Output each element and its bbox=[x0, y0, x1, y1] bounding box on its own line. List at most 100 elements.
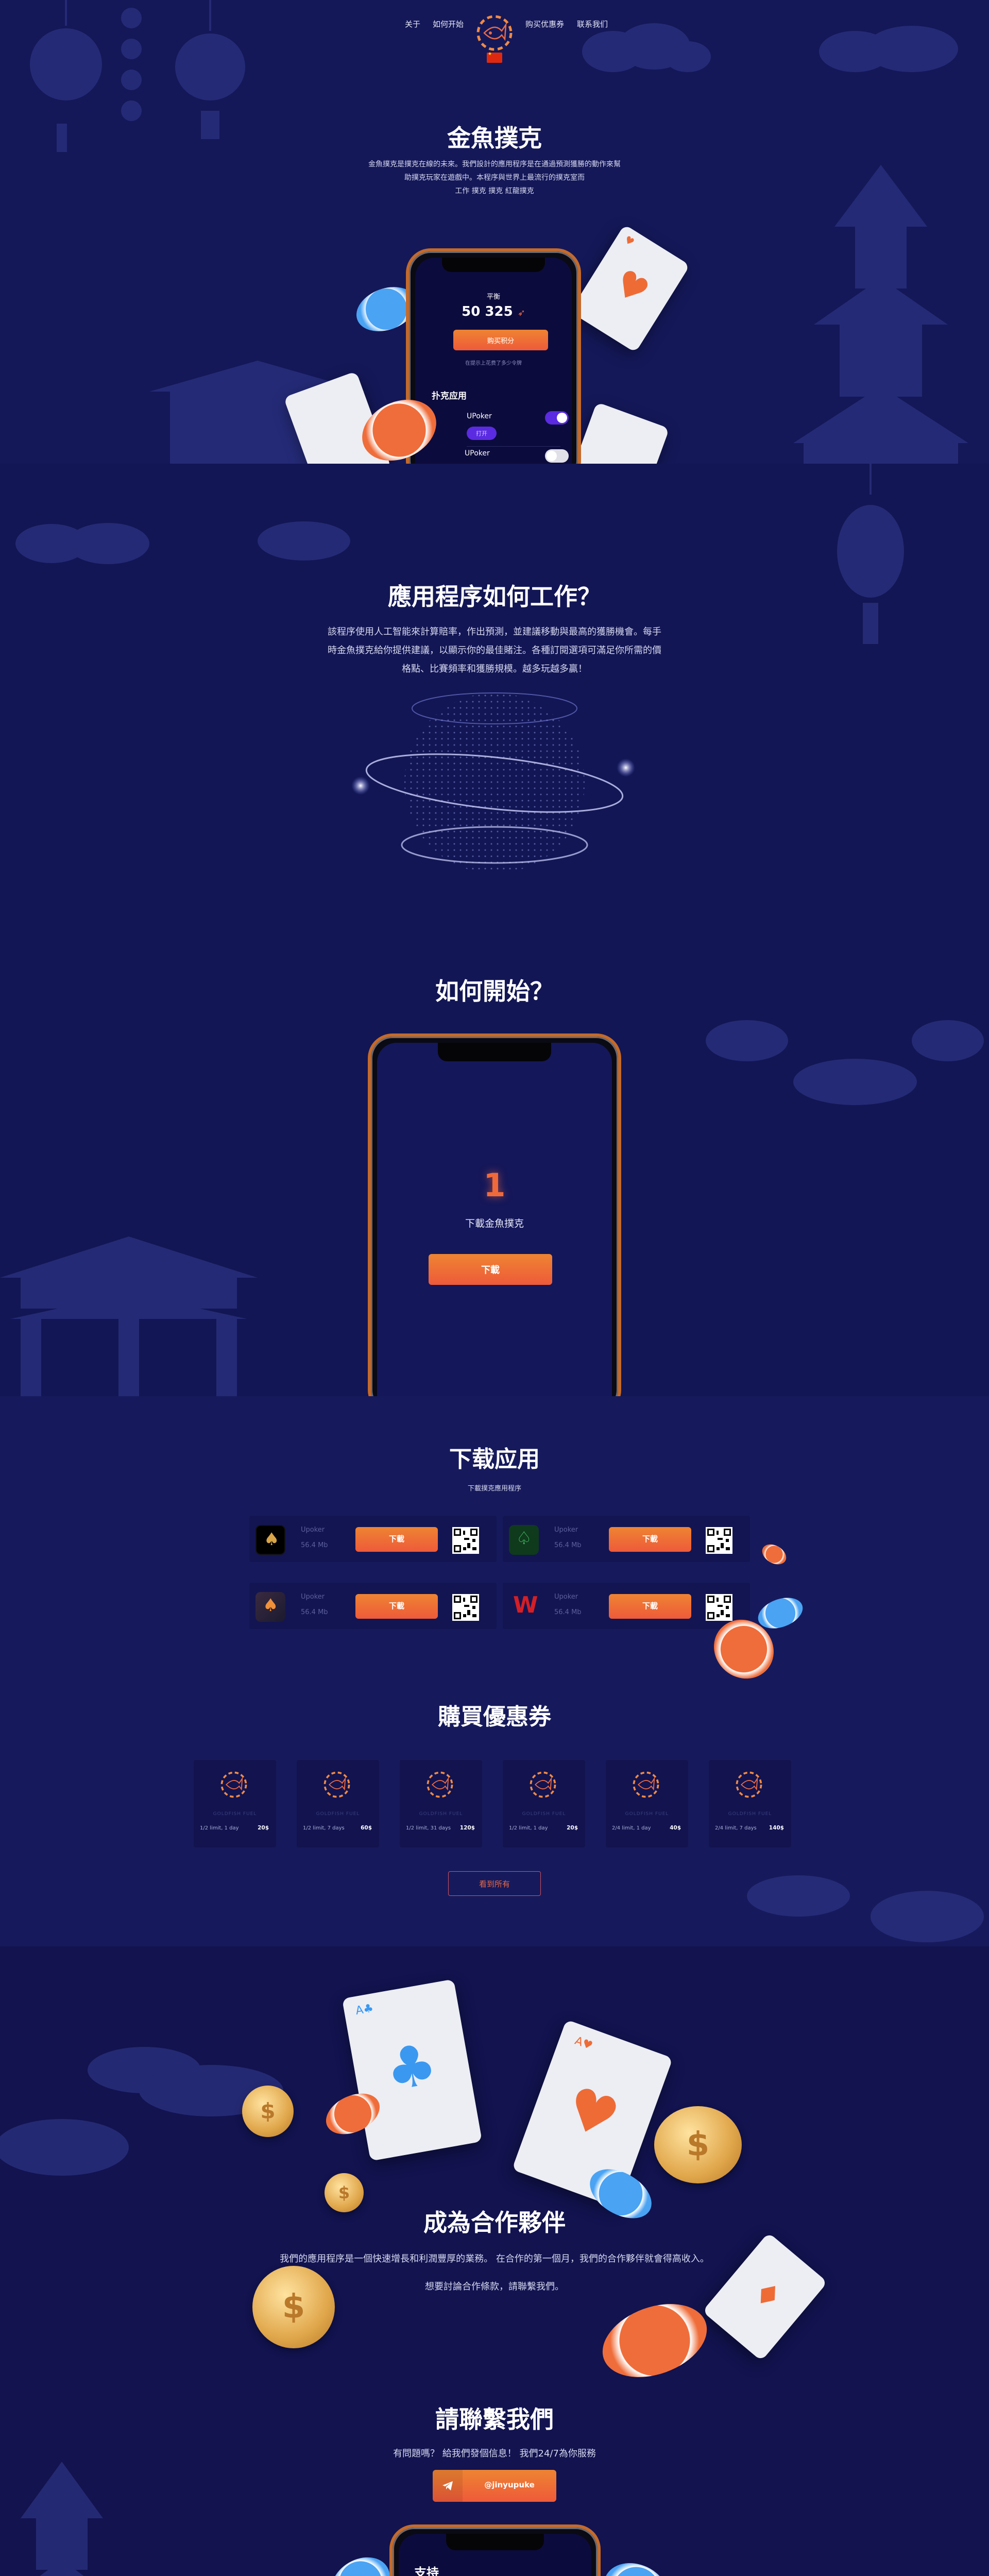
coupon-description: 1/2 limit, 31 days bbox=[406, 1825, 451, 1831]
pagoda-decoration-icon bbox=[793, 165, 968, 464]
phone-notch bbox=[438, 1043, 551, 1061]
coupon-card[interactable]: GOLDFISH FUEL 1/2 limit, 1 day 20$ bbox=[194, 1760, 276, 1848]
gold-spade-icon: ♠ bbox=[255, 1525, 285, 1555]
coupon-price: 140$ bbox=[769, 1825, 784, 1831]
goldfish-logo-icon bbox=[736, 1771, 762, 1798]
cloud-decoration-icon bbox=[0, 2119, 129, 2176]
coupon-description: 1/2 limit, 7 days bbox=[303, 1825, 345, 1831]
contact-title: 請聯繫我們 bbox=[435, 2405, 554, 2433]
green-spade-icon: ♤ bbox=[509, 1525, 539, 1555]
gold-coin-icon: $ bbox=[242, 2086, 294, 2137]
goldfish-logo-icon bbox=[220, 1771, 247, 1798]
buy-points-button[interactable]: 购买积分 bbox=[453, 330, 548, 350]
app-size: 56.4 Mb bbox=[554, 1608, 582, 1616]
ai-globe-illustration-icon bbox=[351, 692, 635, 873]
tokens-hint: 在提示上花费了多少令牌 bbox=[465, 361, 522, 366]
language-flag-cn[interactable] bbox=[487, 52, 502, 63]
balance-label: 平衡 bbox=[486, 293, 500, 301]
coupon-description: 1/2 limit, 1 day bbox=[509, 1825, 548, 1831]
app-download-button[interactable]: 下載 bbox=[609, 1527, 691, 1552]
goldfish-logo-icon bbox=[530, 1771, 556, 1798]
hero-description-line-1: 金魚撲克是撲克在線的未來。我們設計的應用程序是在通過預測獲勝的動作來幫 bbox=[368, 160, 621, 168]
gold-coin-icon: $ bbox=[654, 2106, 742, 2183]
goldfish-logo-icon bbox=[323, 1771, 350, 1798]
cloud-decoration-icon bbox=[258, 521, 350, 561]
step-number: 1 bbox=[483, 1166, 506, 1204]
coupon-card[interactable]: GOLDFISH FUEL 1/2 limit, 31 days 120$ bbox=[400, 1760, 482, 1848]
download-app-card: W Upoker 56.4 Mb 下載 bbox=[503, 1583, 750, 1629]
qr-code-icon[interactable] bbox=[452, 1594, 479, 1621]
club-suit-icon: ♣ bbox=[380, 2030, 442, 2104]
how-it-works-line-1: 該程序使用人工智能來計算賠率，作出預測，並建議移動與最高的獲勝機會。每手 bbox=[328, 626, 661, 637]
app-size: 56.4 Mb bbox=[301, 1541, 328, 1549]
app-name-upoker-2: UPoker bbox=[465, 449, 490, 457]
gold-coin-icon: $ bbox=[252, 2266, 335, 2348]
gold-coin-icon: $ bbox=[325, 2173, 364, 2212]
nav-link-how-to-start[interactable]: 如何开始 bbox=[433, 20, 464, 29]
coupon-card[interactable]: GOLDFISH FUEL 2/4 limit, 7 days 140$ bbox=[709, 1760, 791, 1848]
balance-value: 50 325 bbox=[462, 304, 513, 319]
how-it-works-line-3: 格點、比賽頻率和獲勝規模。越多玩越多贏！ bbox=[402, 664, 587, 674]
coupon-name: GOLDFISH FUEL bbox=[728, 1811, 772, 1817]
coupon-card[interactable]: GOLDFISH FUEL 1/2 limit, 7 days 60$ bbox=[297, 1760, 379, 1848]
coupon-name: GOLDFISH FUEL bbox=[316, 1811, 360, 1817]
hero-title: 金魚撲克 bbox=[447, 124, 542, 152]
app-name: Upoker bbox=[554, 1526, 578, 1534]
cloud-decoration-icon bbox=[15, 523, 149, 564]
cloud-decoration-icon bbox=[819, 26, 958, 72]
flame-spade-icon: ♠ bbox=[255, 1592, 285, 1622]
open-app-button[interactable]: 打开 bbox=[467, 427, 497, 440]
contact-subtitle: 有問題嗎？ 給我們發個信息！ 我們24/7為你服務 bbox=[393, 2448, 596, 2459]
download-app-card: ♤ Upoker 56.4 Mb 下載 bbox=[503, 1516, 750, 1562]
coupons-title: 購買優惠券 bbox=[438, 1704, 551, 1730]
coupon-card[interactable]: GOLDFISH FUEL 2/4 limit, 1 day 40$ bbox=[606, 1760, 688, 1848]
upoker-toggle-on[interactable] bbox=[545, 411, 569, 425]
lantern-string-icon bbox=[121, 8, 142, 121]
coupon-price: 120$ bbox=[459, 1825, 475, 1831]
qr-code-icon[interactable] bbox=[706, 1527, 732, 1554]
telegram-contact-button[interactable]: @jinyupuke bbox=[433, 2470, 556, 2502]
cloud-decoration-icon bbox=[747, 1875, 984, 1942]
qr-code-icon[interactable] bbox=[706, 1594, 732, 1621]
coupon-card[interactable]: GOLDFISH FUEL 1/2 limit, 1 day 20$ bbox=[503, 1760, 585, 1848]
hero-phone-mockup: 平衡 50 325 ➶ 购买积分 在提示上花费了多少令牌 扑克应用 UPoker… bbox=[406, 248, 581, 464]
coupon-description: 1/2 limit, 1 day bbox=[200, 1825, 239, 1831]
nav-link-buy-coupons[interactable]: 购买优惠券 bbox=[525, 20, 565, 29]
partner-section: A♣ ♣ A♥ ♥ ♦ $ $ $ $ 成為合作夥伴 我們的應用程序是一個快速增… bbox=[0, 1946, 989, 2576]
download-app-card: ♠ Upoker 56.4 Mb 下載 bbox=[249, 1583, 497, 1629]
app-size: 56.4 Mb bbox=[554, 1541, 582, 1549]
see-all-coupons-button[interactable]: 看到所有 bbox=[448, 1871, 541, 1896]
lantern-decoration-icon bbox=[30, 0, 102, 152]
hero-description-line-3: 工作 撲克 撲克 紅龍撲克 bbox=[455, 187, 534, 195]
temple-decoration-icon bbox=[0, 1236, 258, 1396]
lantern-decoration-icon bbox=[175, 0, 245, 139]
playing-card-ace-clubs: A♣ ♣ bbox=[342, 1979, 483, 2161]
app-download-button[interactable]: 下載 bbox=[609, 1594, 691, 1619]
partner-line-2: 想要討論合作條款，請聯繫我們。 bbox=[425, 2281, 564, 2292]
goldfish-logo-icon bbox=[427, 1771, 453, 1798]
playing-card-ace-hearts: ♥ ♥ bbox=[570, 224, 690, 353]
step-download-button[interactable]: 下載 bbox=[429, 1254, 552, 1285]
upoker-toggle-off[interactable] bbox=[545, 449, 569, 463]
nav-link-contact[interactable]: 联系我们 bbox=[577, 20, 608, 29]
phone-notch bbox=[442, 258, 545, 272]
step-label: 下載金魚撲克 bbox=[465, 1218, 524, 1229]
app-name: Upoker bbox=[554, 1593, 578, 1601]
app-download-button[interactable]: 下載 bbox=[355, 1594, 438, 1619]
support-title: 支持 bbox=[414, 2566, 439, 2576]
cloud-decoration-icon bbox=[582, 23, 711, 72]
nav-link-about[interactable]: 关于 bbox=[405, 20, 421, 29]
telegram-icon bbox=[442, 2481, 453, 2490]
goldfish-logo-icon[interactable] bbox=[475, 13, 514, 53]
coupon-name: GOLDFISH FUEL bbox=[213, 1811, 257, 1817]
phone-screen: 1 下載金魚撲克 下載 bbox=[377, 1043, 612, 1396]
telegram-icon-box bbox=[433, 2470, 463, 2502]
qr-code-icon[interactable] bbox=[452, 1527, 479, 1554]
download-section: 下载应用 下載撲克應用程序 ♠ Upoker 56.4 Mb 下載 ♤ Upok… bbox=[0, 1396, 989, 1946]
how-it-works-title: 應用程序如何工作？ bbox=[388, 583, 601, 611]
app-download-button[interactable]: 下載 bbox=[355, 1527, 438, 1552]
telegram-handle: @jinyupuke bbox=[484, 2480, 535, 2489]
app-name: Upoker bbox=[301, 1526, 325, 1534]
phone-notch bbox=[446, 2534, 544, 2550]
